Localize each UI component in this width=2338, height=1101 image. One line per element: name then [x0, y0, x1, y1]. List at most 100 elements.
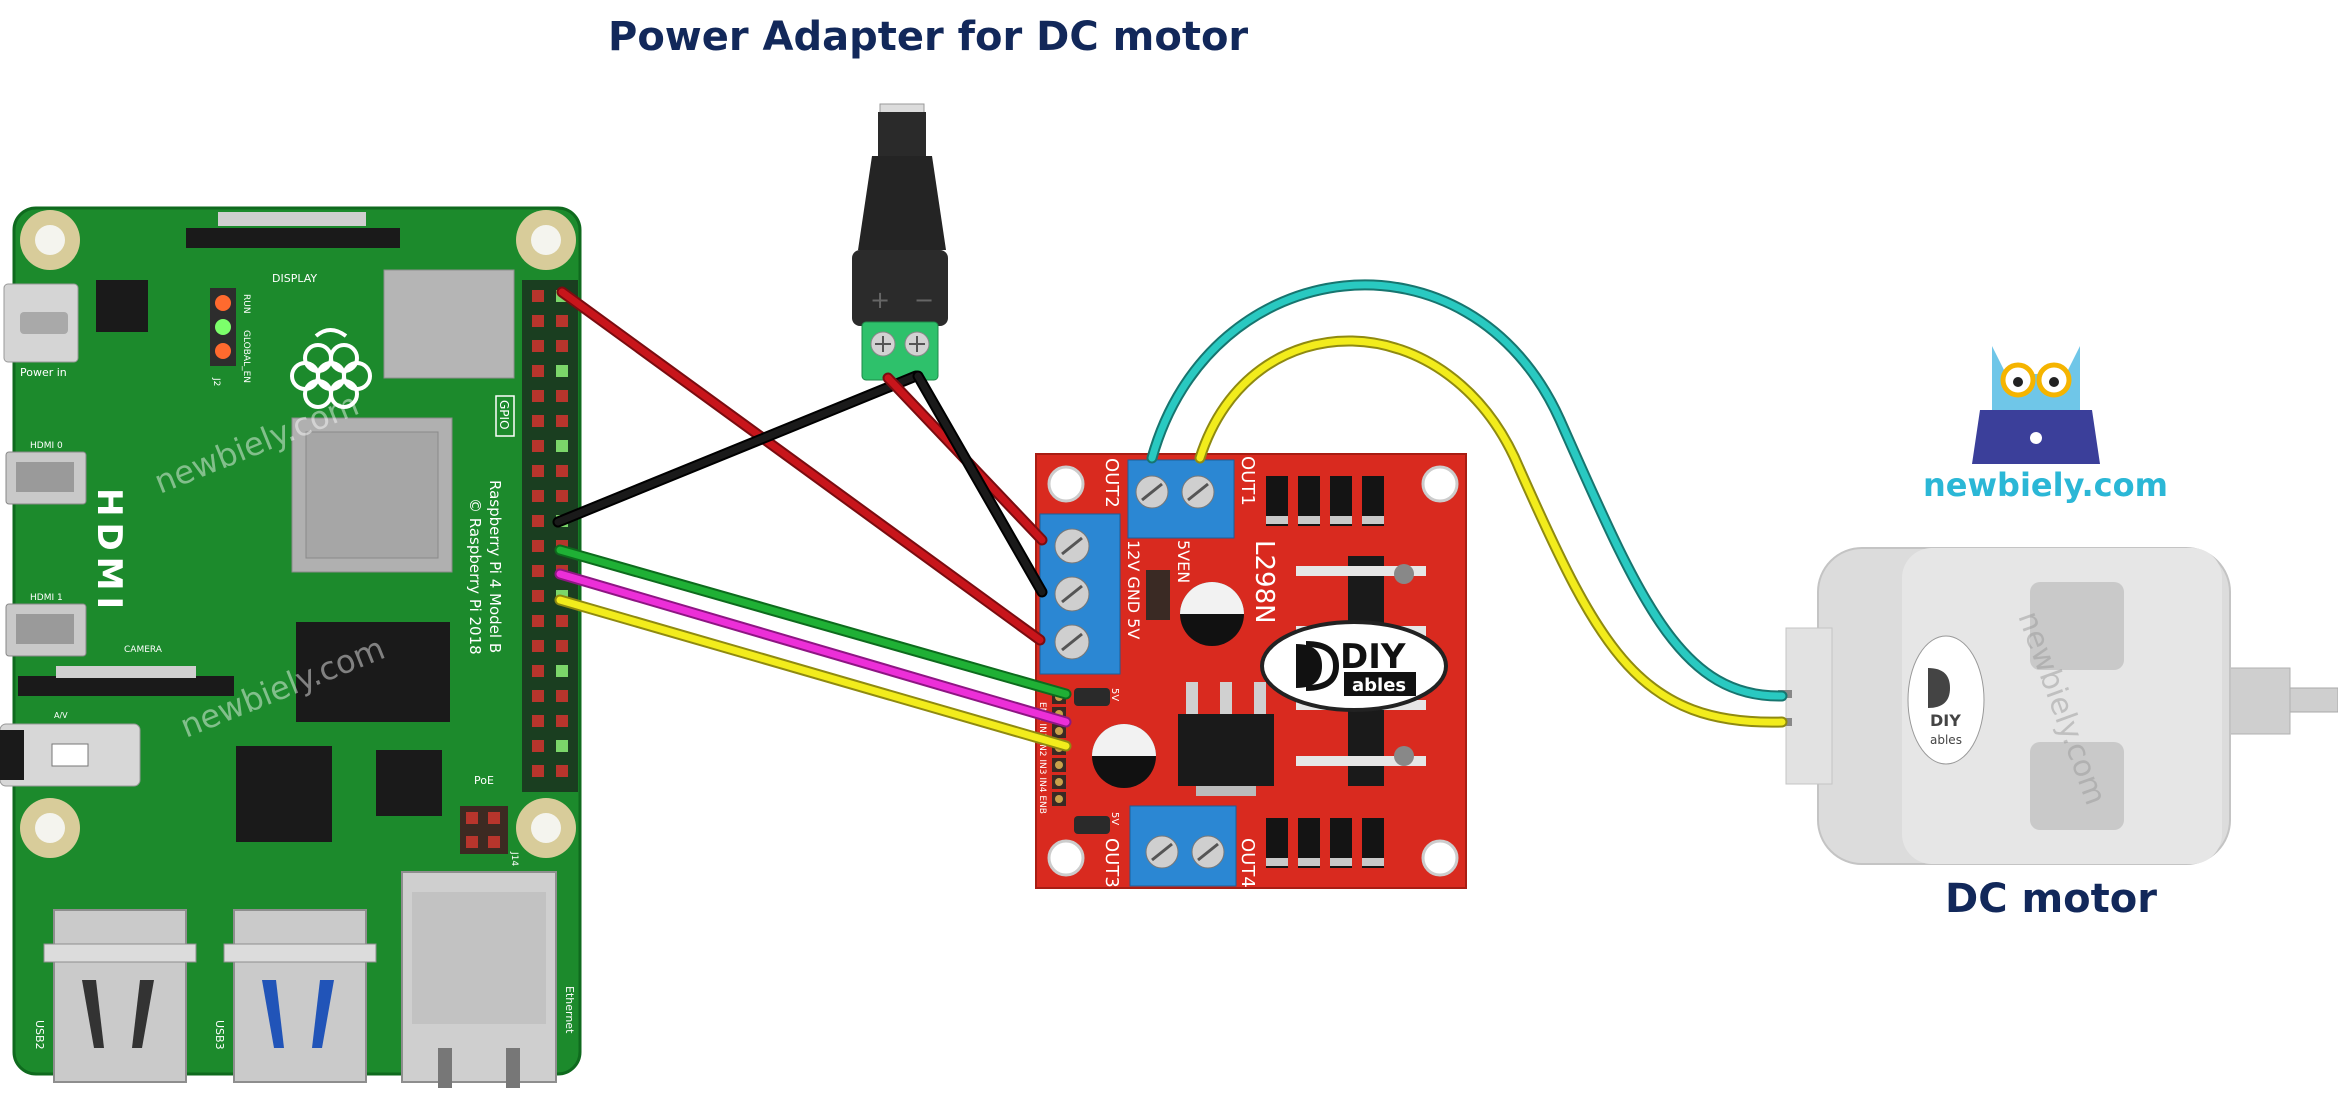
pmic-chip [96, 280, 148, 332]
gpio-pin [556, 390, 568, 402]
diodes [1266, 476, 1384, 868]
gpio-pin [532, 390, 544, 402]
hdmi1-label: HDMI 1 [30, 593, 63, 603]
out4-label: OUT4 [1237, 838, 1258, 888]
gpio-pin [532, 465, 544, 477]
pin-5v-label: 5V [1109, 688, 1120, 701]
capacitor [1092, 724, 1156, 788]
usb3-label: USB3 [213, 1020, 226, 1050]
wire-yellow-pi-to-driver [556, 596, 1070, 750]
ethernet-chip [376, 750, 442, 816]
motor-logo-diy: DIY [1930, 711, 1961, 730]
gpio-pin [556, 440, 568, 452]
poe-header: PoE J14 [460, 774, 519, 866]
gpio-pin [532, 540, 544, 552]
av-label: A/V [54, 711, 68, 720]
gpio-pin [556, 340, 568, 352]
wire-black-pi-to-adapter [554, 372, 920, 526]
smd-diode [1330, 476, 1352, 526]
gpio-pin [556, 740, 568, 752]
terminal-out1-out2 [1127, 459, 1235, 539]
control-pins-label: ENA IN1 IN2 IN3 IN4 ENB [1037, 702, 1047, 814]
5ven-label: 5VEN [1174, 540, 1193, 583]
gpio-pin [556, 465, 568, 477]
voltage-regulator [1178, 682, 1274, 796]
gpio-pin [532, 615, 544, 627]
hdmi0-label: HDMI 0 [30, 441, 63, 451]
ethernet-port: Ethernet [401, 871, 576, 1088]
camera-label: CAMERA [124, 645, 163, 655]
smd-diode [1266, 476, 1288, 526]
motor-logo-ables: ables [1930, 733, 1962, 747]
global-en-label: GLOBAL_EN [241, 330, 251, 383]
gpio-pin [556, 640, 568, 652]
capacitor [1180, 582, 1244, 646]
gpio-pin [556, 490, 568, 502]
gpio-pin [556, 690, 568, 702]
wire-red-pi-to-driver [558, 288, 1044, 644]
gpio-pin [532, 365, 544, 377]
wire-green-pi-to-driver [556, 546, 1070, 698]
power-in-label: Power in [20, 366, 67, 379]
hdmi-label: HDMI [89, 488, 129, 615]
camera-connector [18, 676, 234, 696]
gpio-pin [556, 415, 568, 427]
hdmi-ports: HDMI 0 HDMI 1 HDMI [5, 441, 129, 657]
usb-controller-chip [236, 746, 332, 842]
out3-label: OUT3 [1101, 838, 1122, 888]
dc-motor: DIY ables newbiely.com [1778, 547, 2338, 865]
smd-diode [1330, 818, 1352, 868]
gpio-pin [532, 640, 544, 652]
gpio-pin [532, 740, 544, 752]
brand-text: newbiely.com [1923, 466, 2168, 504]
usb2-port: USB2 [33, 909, 197, 1083]
smd-diode [1298, 476, 1320, 526]
wires [552, 279, 1788, 752]
terminal-power [1039, 513, 1121, 675]
adapter-plus-label: + [870, 286, 890, 314]
smd-diode [1298, 818, 1320, 868]
ethernet-label: Ethernet [563, 986, 576, 1034]
gpio-pin [532, 440, 544, 452]
ram-chip [296, 622, 450, 722]
out2-label: OUT2 [1101, 458, 1122, 508]
terminal-out3-out4 [1129, 805, 1237, 887]
smd-diode [1362, 818, 1384, 868]
gpio-pin [556, 365, 568, 377]
wire-black-adapter-to-driver [914, 372, 1046, 596]
gpio-pin [532, 765, 544, 777]
gpio-pin [532, 315, 544, 327]
gpio-pin [556, 765, 568, 777]
power-adapter: + − [852, 103, 948, 381]
smd-diode [1266, 818, 1288, 868]
pin-5v-label: 5V [1109, 812, 1120, 825]
j2-label: J2 [211, 377, 221, 386]
raspberry-logo-icon [290, 328, 372, 409]
gpio-label: GPIO [497, 400, 511, 430]
gpio-pin [532, 590, 544, 602]
power-terminal-label: 12V GND 5V [1124, 540, 1143, 639]
gpio-pin [556, 615, 568, 627]
wire-yellow-driver-to-motor [1196, 337, 1786, 726]
poe-label: PoE [474, 774, 494, 787]
gpio-pin [532, 290, 544, 302]
gpio-pin [532, 490, 544, 502]
adapter-title: Power Adapter for DC motor [608, 14, 1249, 60]
gpio-pin [532, 665, 544, 677]
gpio-pin [532, 515, 544, 527]
diyables-logo: DIY ables [1260, 620, 1448, 712]
usb2-label: USB2 [33, 1020, 46, 1050]
chip-label: L298N [1249, 540, 1279, 624]
wireless-module [383, 269, 515, 379]
run-label: RUN [241, 294, 251, 314]
gpio-pin [532, 340, 544, 352]
gpio-pin [556, 665, 568, 677]
gpio-pin [532, 415, 544, 427]
gpio-header [522, 280, 578, 792]
gpio-pin [532, 690, 544, 702]
logo-ables: ables [1352, 675, 1406, 696]
copyright-label: © Raspberry Pi 2018 [466, 498, 484, 655]
motor-title: DC motor [1945, 876, 2157, 922]
raspberry-pi-board: DISPLAY Power in RUN GLOBAL_EN J2 [0, 206, 582, 1088]
